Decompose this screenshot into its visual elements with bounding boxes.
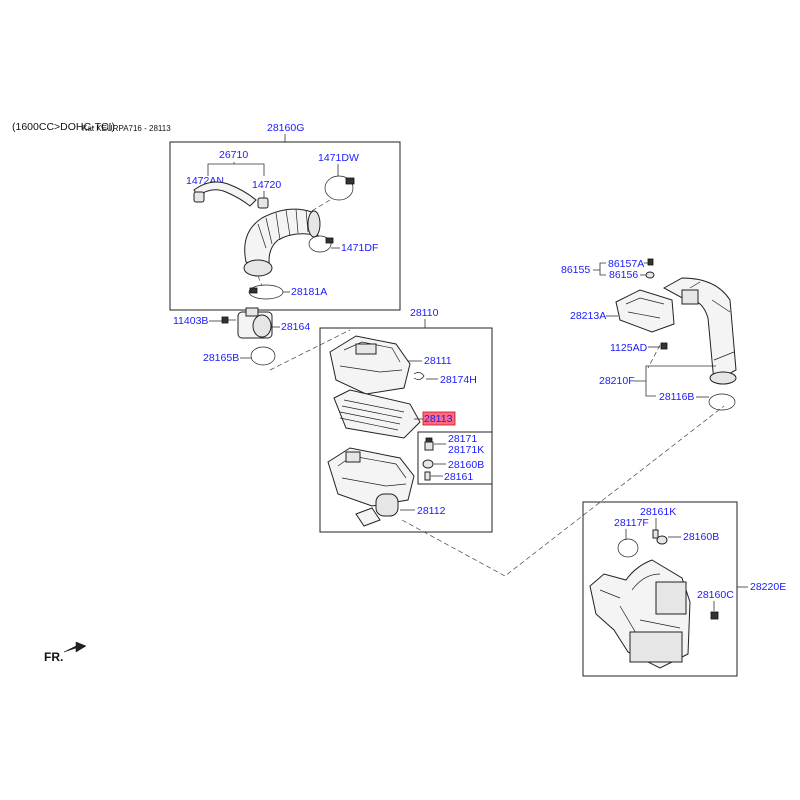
catalog-reference: Kat KEURPA716 - 28113	[82, 124, 171, 133]
hose-clamp-1471DF	[308, 235, 334, 253]
dashed-guide-28164	[269, 329, 351, 371]
highlight-28113	[422, 411, 456, 426]
dashed-guide-28181A	[257, 275, 263, 287]
part-label-28160B-b[interactable]: 28160B	[683, 531, 719, 543]
part-label-28174H[interactable]: 28174H	[440, 374, 477, 386]
air-flow-sensor-28164	[237, 307, 273, 339]
bracket-26710	[207, 163, 265, 176]
part-label-28161[interactable]: 28161	[444, 471, 473, 483]
resonator-body-28220E	[589, 559, 691, 669]
o-ring-28165B	[250, 346, 276, 366]
part-label-28112[interactable]: 28112	[417, 505, 446, 517]
part-label-28164[interactable]: 28164	[281, 321, 310, 333]
engine-spec-label: (1600CC>DOHC-TCI)	[12, 121, 115, 133]
air-cleaner-cover-28111	[329, 335, 411, 395]
part-label-1471DF[interactable]: 1471DF	[341, 242, 378, 254]
part-label-28220E[interactable]: 28220E	[750, 581, 786, 593]
part-label-28110[interactable]: 28110	[410, 307, 439, 319]
part-label-28210F[interactable]: 28210F	[599, 375, 635, 387]
screw-11403B	[221, 316, 236, 324]
part-label-11403B[interactable]: 11403B	[173, 315, 208, 327]
air-intake-hose	[243, 208, 321, 277]
part-label-28165B[interactable]: 28165B	[203, 352, 239, 364]
part-label-1125AD[interactable]: 1125AD	[610, 342, 648, 354]
part-label-28213A[interactable]: 28213A	[570, 310, 606, 322]
front-arrow-icon	[63, 641, 87, 653]
front-direction-label: FR.	[44, 650, 63, 664]
duct-clamp-28116B	[708, 393, 736, 411]
part-label-28171K[interactable]: 28171K	[448, 444, 484, 456]
part-label-28111[interactable]: 28111	[424, 355, 452, 367]
part-label-28117F[interactable]: 28117F	[614, 517, 649, 529]
group-box-28110	[319, 327, 493, 533]
part-label-86157A[interactable]: 86157A	[608, 258, 644, 270]
sensor-28171	[424, 437, 434, 451]
part-label-28116B[interactable]: 28116B	[659, 391, 694, 403]
hose-clamp-28181A	[248, 284, 284, 300]
part-label-28161K[interactable]: 28161K	[640, 506, 676, 518]
grommet-86156	[645, 271, 655, 279]
dashed-guide-1125AD	[647, 344, 661, 369]
part-label-28171[interactable]: 28171	[448, 433, 477, 445]
sub-box-28171	[417, 431, 493, 485]
intake-duct-28210F	[662, 277, 737, 385]
bracket-28213A	[615, 289, 675, 333]
part-label-28160G[interactable]: 28160G	[267, 122, 304, 134]
part-label-28113[interactable]: 28113	[424, 413, 453, 425]
pin-28161K	[652, 529, 659, 539]
leader-86155-a	[593, 262, 606, 271]
part-label-28181A[interactable]: 28181A	[291, 286, 327, 298]
leader-28210F-a	[634, 365, 716, 382]
breather-hose-26710	[193, 181, 269, 209]
part-label-14720[interactable]: 14720	[252, 179, 281, 191]
air-cleaner-body-28112	[327, 447, 415, 527]
group-box-28220E	[582, 501, 738, 677]
bolt-1125AD	[660, 342, 668, 350]
part-label-1471DW[interactable]: 1471DW	[318, 152, 359, 164]
leader-86155-b	[599, 270, 606, 276]
air-filter-element-28113	[333, 389, 421, 439]
pin-28161	[424, 471, 431, 481]
hose-clamp-1471DW	[324, 175, 355, 201]
dashed-guide-1471DW	[299, 199, 331, 219]
nut-28160C	[710, 611, 719, 620]
fastener-86157A	[647, 258, 654, 266]
grommet-28160B-b	[656, 535, 668, 545]
clip-28174H	[413, 372, 425, 380]
part-label-28160C[interactable]: 28160C	[697, 589, 734, 601]
leader-28210F-b	[645, 381, 656, 397]
part-label-26710[interactable]: 26710	[219, 149, 248, 161]
part-label-86155[interactable]: 86155	[561, 264, 590, 276]
part-label-28160B-a[interactable]: 28160B	[448, 459, 484, 471]
grommet-28160B-a	[422, 459, 434, 469]
ring-28117F	[617, 538, 639, 558]
part-label-86156[interactable]: 86156	[609, 269, 638, 281]
